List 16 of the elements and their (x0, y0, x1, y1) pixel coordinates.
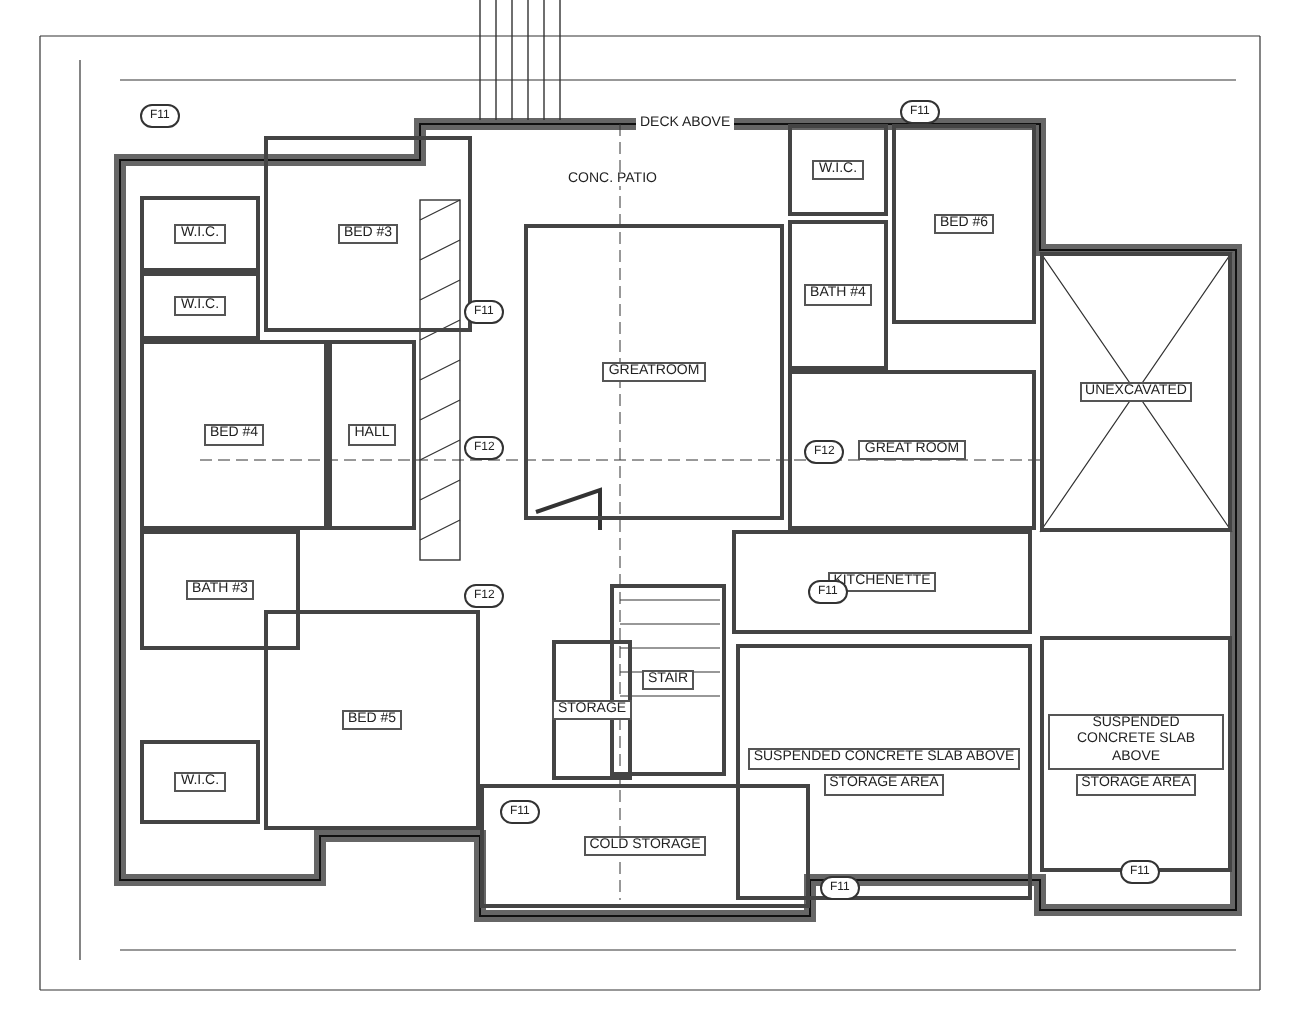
room-outline (736, 644, 1032, 900)
room-outline (140, 196, 260, 272)
room-outline (480, 784, 810, 908)
room-outline (264, 610, 480, 830)
room-outline (328, 340, 416, 530)
room-outline (524, 224, 784, 520)
room-outline (140, 340, 328, 530)
room-outline (140, 530, 300, 650)
room-outline (788, 124, 888, 216)
room-outline (1040, 636, 1232, 872)
room-outline (264, 136, 472, 332)
room-outline (788, 220, 888, 370)
room-outline (552, 640, 632, 780)
room-outline (140, 740, 260, 824)
room-outline (140, 272, 260, 340)
room-outline (892, 124, 1036, 324)
